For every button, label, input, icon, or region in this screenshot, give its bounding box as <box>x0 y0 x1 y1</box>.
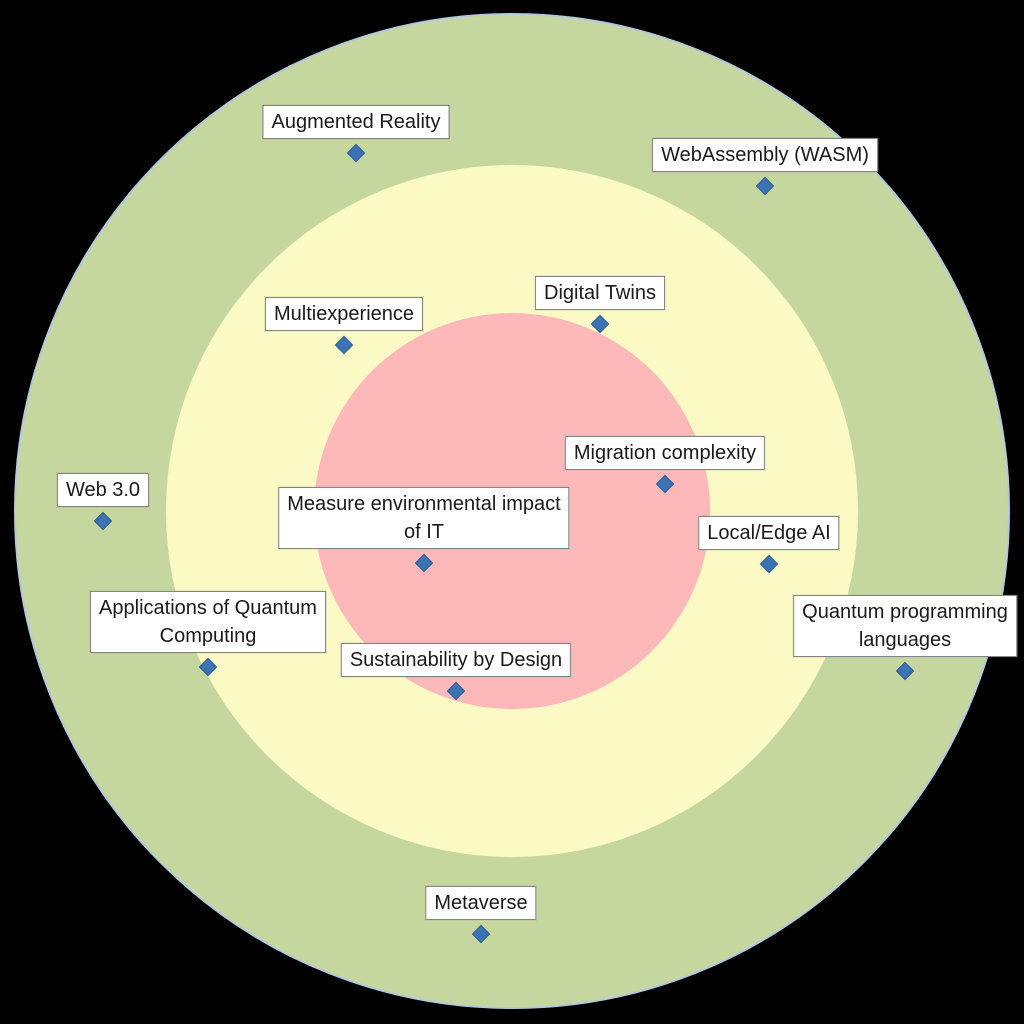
tech-label-line: Web 3.0 <box>65 479 141 501</box>
tech-label: Multiexperience <box>264 297 424 331</box>
tech-label-line: of IT <box>403 521 444 543</box>
tech-label: WebAssembly (WASM) <box>652 138 878 172</box>
tech-label-line: Multiexperience <box>273 303 415 325</box>
tech-label: Metaverse <box>425 886 537 920</box>
tech-label-line: WebAssembly (WASM) <box>661 144 869 166</box>
tech-label-line: Augmented Reality <box>271 111 441 133</box>
tech-label-line: Metaverse <box>434 892 528 914</box>
tech-label-line: Applications of Quantum <box>99 597 317 619</box>
tech-label-line: Digital Twins <box>544 282 656 304</box>
tech-label-line: Local/Edge AI <box>707 522 831 544</box>
tech-label: Sustainability by Design <box>340 643 572 677</box>
tech-label-line: Quantum programming <box>802 601 1008 623</box>
tech-label-line: Computing <box>159 625 257 647</box>
tech-label: Quantum programming languages <box>793 595 1017 657</box>
tech-label-line: languages <box>858 629 952 651</box>
tech-label: Augmented Reality <box>262 105 450 139</box>
tech-label-line: Measure environmental impact <box>287 493 561 515</box>
tech-label: Migration complexity <box>564 436 766 470</box>
tech-label-line: Sustainability by Design <box>349 649 563 671</box>
tech-label-line: Migration complexity <box>573 442 757 464</box>
tech-label: Local/Edge AI <box>698 516 840 550</box>
tech-label: Measure environmental impact of IT <box>278 487 570 549</box>
tech-label: Digital Twins <box>535 276 665 310</box>
tech-label: Web 3.0 <box>56 473 150 507</box>
